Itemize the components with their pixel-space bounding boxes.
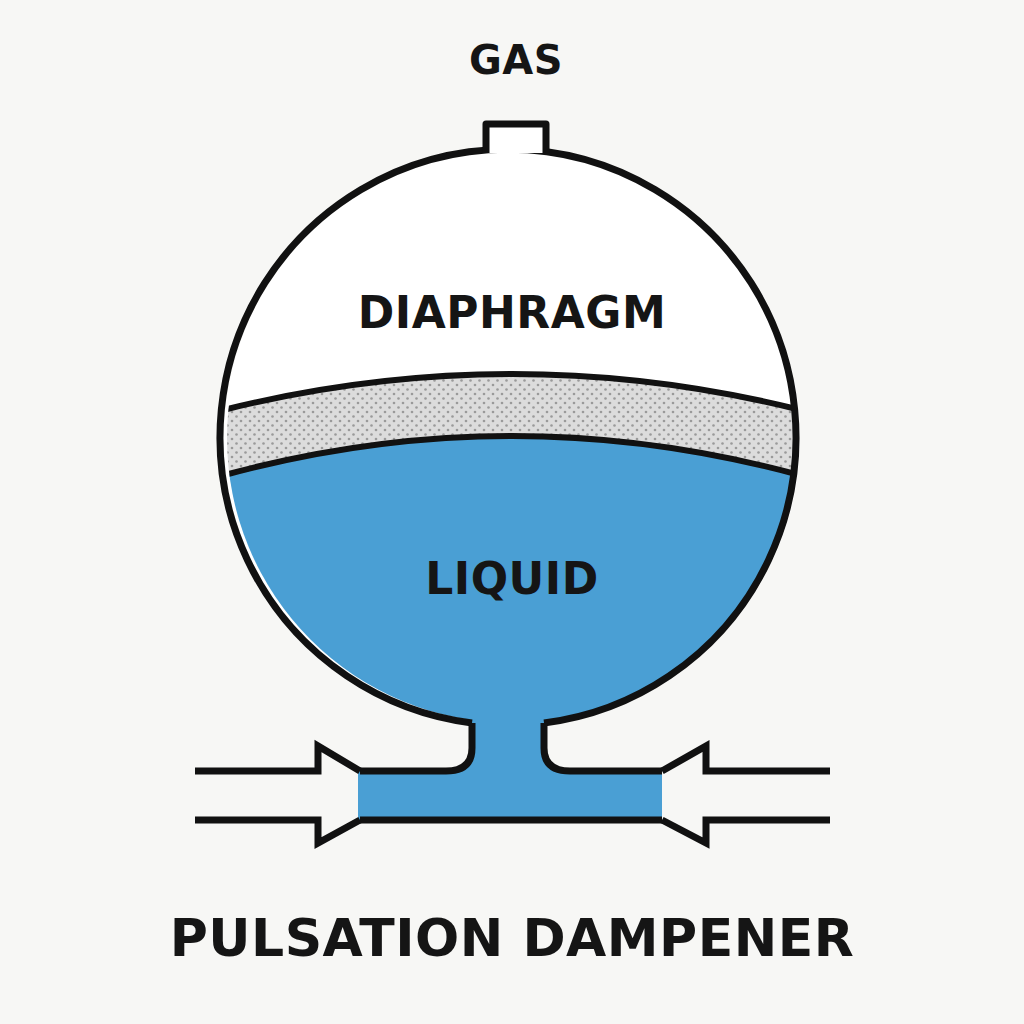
liquid-label: LIQUID [425,553,598,604]
neck-right [544,723,662,771]
diaphragm-band [200,374,824,482]
inflow-arrow [662,746,830,843]
diaphragm-upper-edge [200,374,824,416]
pipe-bottom [360,817,662,824]
diaphragm-label: DIAPHRAGM [358,287,666,338]
neck-left [360,723,472,771]
gas-port [486,124,546,153]
sphere-outline [220,149,796,723]
caption: PULSATION DAMPENER [170,908,855,968]
diaphragm-lower-edge [200,436,824,482]
inflow-arrow [195,746,360,843]
gas-label: GAS [469,37,563,83]
pipe-liquid [358,745,662,820]
